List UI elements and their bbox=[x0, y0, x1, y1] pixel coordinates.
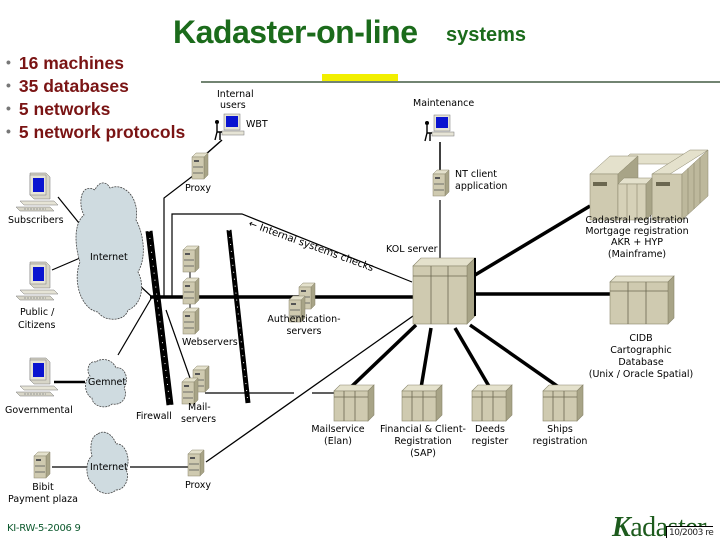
internet-cloud-top bbox=[75, 182, 144, 320]
mail-server-icon bbox=[181, 377, 199, 405]
mailservice-label: Mailservice bbox=[311, 424, 364, 435]
internet-bottom-label: Internet bbox=[90, 462, 128, 473]
ships-label: registration bbox=[533, 436, 588, 447]
nt-client-server-icon bbox=[432, 169, 450, 197]
subscribers-label: Subscribers bbox=[8, 215, 64, 226]
mail-servers-label: servers bbox=[181, 414, 216, 425]
proxy-top-label: Proxy bbox=[185, 183, 211, 194]
cidb-label: (Unix / Oracle Spatial) bbox=[589, 369, 694, 380]
maintenance-workstation-icon bbox=[424, 114, 455, 142]
governmental-label: Governmental bbox=[5, 405, 73, 416]
gemnet-label: Gemnet bbox=[88, 377, 126, 388]
internal-users-label: users bbox=[220, 100, 246, 111]
bullet-icon: • bbox=[6, 100, 11, 116]
mailservice-database-icon bbox=[333, 384, 375, 422]
bullet-text: 35 databases bbox=[18, 76, 129, 96]
webserver-icon bbox=[182, 277, 200, 305]
maintenance-label: Maintenance bbox=[413, 98, 474, 109]
mainframe-label: Mortgage registration bbox=[585, 226, 688, 237]
bullet-text: 16 machines bbox=[18, 53, 124, 73]
gemnet-cloud bbox=[85, 359, 127, 408]
bullet-icon: • bbox=[6, 77, 11, 93]
webserver-icon bbox=[182, 307, 200, 335]
mainframe-label: Cadastral registration bbox=[585, 215, 688, 226]
firewall-bars bbox=[145, 229, 251, 406]
title-main: Kadaster-on-line bbox=[173, 14, 418, 50]
auth-servers-label: Authentication- bbox=[267, 314, 340, 325]
internal-users-label: Internal bbox=[217, 89, 254, 100]
wbt-label: WBT bbox=[246, 119, 268, 130]
bullet-text: 5 networks bbox=[18, 99, 111, 119]
bullet-icon: • bbox=[6, 54, 11, 70]
title-sub: systems bbox=[446, 24, 527, 46]
auth-servers-label: servers bbox=[286, 326, 321, 337]
bullet-item: • 5 networks bbox=[6, 98, 185, 121]
mainframe-icon bbox=[589, 149, 709, 221]
ships-label: Ships bbox=[547, 424, 573, 435]
financial-database-icon bbox=[401, 384, 443, 422]
webservers-label: Webservers bbox=[182, 337, 238, 348]
mailservice-label: (Elan) bbox=[324, 436, 352, 447]
firewall-bar-inner bbox=[226, 229, 251, 404]
cidb-database-icon bbox=[609, 275, 675, 325]
bibit-label: Bibit bbox=[32, 482, 54, 493]
deeds-database-icon bbox=[471, 384, 513, 422]
internal-checks-label: ← Internal systems checks bbox=[247, 218, 375, 274]
governmental-pc-icon bbox=[15, 357, 59, 397]
bullet-icon: • bbox=[6, 123, 11, 139]
subscribers-pc-icon bbox=[15, 172, 59, 212]
logo-k: K bbox=[612, 512, 631, 543]
cidb-label: CIDB bbox=[629, 333, 652, 344]
mail-servers-label: Mail- bbox=[188, 402, 211, 413]
date-stamp: 10/2003 re bbox=[666, 526, 714, 538]
ships-database-icon bbox=[542, 384, 584, 422]
proxy-top-server-icon bbox=[191, 152, 209, 180]
deeds-label: register bbox=[472, 436, 509, 447]
mainframe-label: (Mainframe) bbox=[608, 249, 666, 260]
public-label: Public / bbox=[20, 307, 55, 318]
financial-label: Financial & Client- bbox=[380, 424, 466, 435]
kol-server-label: KOL server bbox=[386, 244, 438, 255]
bullet-text: 5 network protocols bbox=[18, 122, 186, 142]
bullet-item: • 35 databases bbox=[6, 75, 185, 98]
internal-users-workstation-icon bbox=[214, 113, 245, 141]
firewall-bar-outer bbox=[145, 230, 174, 406]
internet-top-label: Internet bbox=[90, 252, 128, 263]
slide-footer-id: KI-RW-5-2006 9 bbox=[7, 523, 81, 534]
public-label: Citizens bbox=[18, 320, 55, 331]
bibit-label: Payment plaza bbox=[8, 494, 78, 505]
webserver-icon bbox=[182, 245, 200, 273]
proxy-bottom-server-icon bbox=[187, 449, 205, 477]
nt-client-label: application bbox=[455, 181, 507, 192]
internet-cloud-bottom bbox=[86, 431, 129, 494]
cidb-label: Database bbox=[618, 357, 663, 368]
accent-bar bbox=[322, 74, 398, 81]
mainframe-label: AKR + HYP bbox=[611, 237, 663, 248]
bullet-item: • 16 machines bbox=[6, 52, 185, 75]
cidb-label: Cartographic bbox=[610, 345, 672, 356]
kol-server-icon bbox=[412, 257, 476, 325]
bullet-item: • 5 network protocols bbox=[6, 121, 185, 144]
bibit-server-icon bbox=[33, 451, 51, 479]
public-pc-icon bbox=[15, 261, 59, 301]
nt-client-label: NT client bbox=[455, 169, 497, 180]
firewall-label: Firewall bbox=[136, 411, 172, 422]
summary-bullets: • 16 machines • 35 databases • 5 networks •… bbox=[6, 52, 185, 144]
financial-label: (SAP) bbox=[410, 448, 436, 459]
proxy-bottom-label: Proxy bbox=[185, 480, 211, 491]
deeds-label: Deeds bbox=[475, 424, 505, 435]
financial-label: Registration bbox=[394, 436, 451, 447]
